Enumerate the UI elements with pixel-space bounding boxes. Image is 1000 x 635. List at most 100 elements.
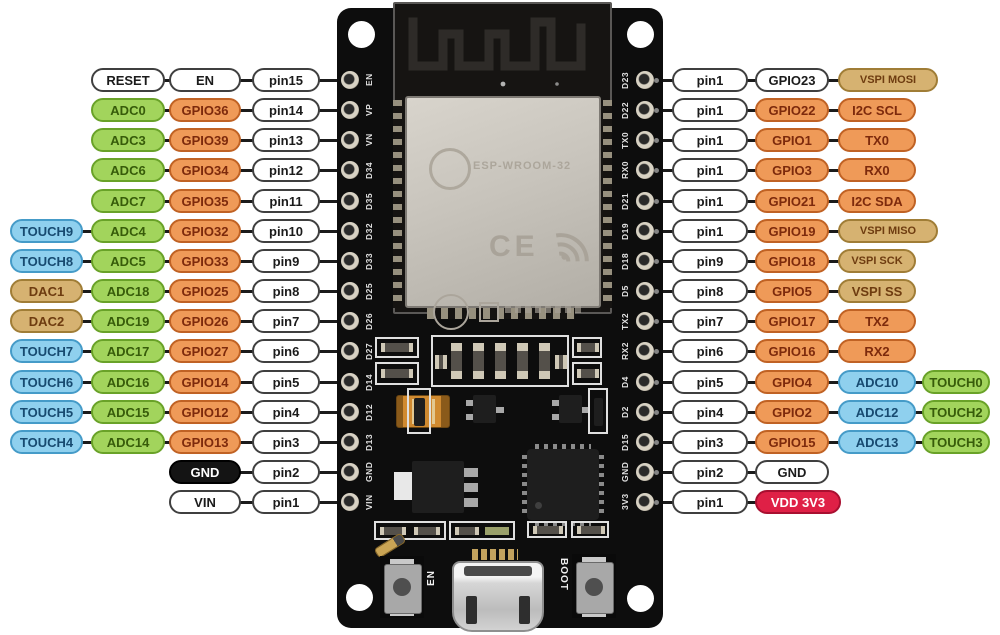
pill-tx2: TX2 bbox=[838, 309, 916, 333]
header-pin-dot bbox=[654, 138, 659, 143]
through-hole bbox=[341, 192, 359, 210]
pill-pin1: pin1 bbox=[672, 490, 748, 514]
pill-touch8: TOUCH8 bbox=[10, 249, 83, 273]
pill-touch6: TOUCH6 bbox=[10, 370, 83, 394]
pill-vspi-sck: VSPI SCK bbox=[838, 249, 916, 273]
pill-vin: VIN bbox=[169, 490, 241, 514]
pill-reset: RESET bbox=[91, 68, 165, 92]
header-pin-dot bbox=[654, 229, 659, 234]
silkscreen-label-left: VIN bbox=[364, 494, 374, 510]
en-button-label: EN bbox=[426, 570, 437, 586]
header-pin-dot bbox=[654, 500, 659, 505]
pill-pin3: pin3 bbox=[252, 430, 320, 454]
pill-adc18: ADC18 bbox=[91, 279, 165, 303]
mounting-hole-bottom-left bbox=[346, 584, 373, 611]
silkscreen-label-right: D19 bbox=[620, 222, 630, 240]
smd-group-box bbox=[572, 337, 602, 358]
header-pin-dot bbox=[654, 168, 659, 173]
through-hole bbox=[636, 161, 654, 179]
mounting-hole-top-right bbox=[627, 21, 654, 48]
pill-gnd: GND bbox=[755, 460, 829, 484]
pill-vspi-miso: VSPI MISO bbox=[838, 219, 938, 243]
through-hole bbox=[341, 373, 359, 391]
pill-gpio25: GPIO25 bbox=[169, 279, 241, 303]
pill-pin2: pin2 bbox=[252, 460, 320, 484]
pill-pin1: pin1 bbox=[672, 189, 748, 213]
pill-adc19: ADC19 bbox=[91, 309, 165, 333]
antenna-trace bbox=[408, 17, 586, 87]
pill-vspi-ss: VSPI SS bbox=[838, 279, 916, 303]
silkscreen-label-right: D22 bbox=[620, 101, 630, 119]
silkscreen-label-left: D27 bbox=[364, 342, 374, 360]
silkscreen-label-right: D23 bbox=[620, 71, 630, 89]
header-pin-dot bbox=[654, 199, 659, 204]
pill-gpio26: GPIO26 bbox=[169, 309, 241, 333]
cert-circle-mark bbox=[433, 294, 469, 330]
module-castellation-right bbox=[603, 100, 612, 308]
smd-box bbox=[588, 388, 608, 434]
through-hole bbox=[636, 192, 654, 210]
pill-pin4: pin4 bbox=[672, 400, 748, 424]
pill-gpio12: GPIO12 bbox=[169, 400, 241, 424]
header-pin-dot bbox=[654, 259, 659, 264]
pill-pin3: pin3 bbox=[672, 430, 748, 454]
pill-adc4: ADC4 bbox=[91, 219, 165, 243]
through-hole bbox=[341, 252, 359, 270]
silkscreen-label-left: D14 bbox=[364, 373, 374, 391]
pill-adc17: ADC17 bbox=[91, 339, 165, 363]
silkscreen-label-right: D4 bbox=[620, 376, 630, 388]
silkscreen-label-left: VP bbox=[364, 103, 374, 117]
header-pin-dot bbox=[654, 440, 659, 445]
smd-group-box bbox=[449, 521, 515, 540]
voltage-regulator bbox=[412, 461, 464, 513]
through-hole bbox=[636, 252, 654, 270]
pill-pin1: pin1 bbox=[672, 219, 748, 243]
pill-vspi-mosi: VSPI MOSI bbox=[838, 68, 938, 92]
ce-mark: CE bbox=[489, 230, 539, 263]
pill-adc0: ADC0 bbox=[91, 98, 165, 122]
silkscreen-label-right: D18 bbox=[620, 252, 630, 270]
module-castellation-left bbox=[393, 100, 402, 308]
mounting-hole-bottom-right bbox=[627, 585, 654, 612]
pill-gpio14: GPIO14 bbox=[169, 370, 241, 394]
pill-gpio13: GPIO13 bbox=[169, 430, 241, 454]
pill-pin8: pin8 bbox=[252, 279, 320, 303]
pill-adc13: ADC13 bbox=[838, 430, 916, 454]
silkscreen-label-left: D34 bbox=[364, 161, 374, 179]
pill-gpio16: GPIO16 bbox=[755, 339, 829, 363]
silkscreen-label-left: VN bbox=[364, 133, 374, 147]
pill-pin13: pin13 bbox=[252, 128, 320, 152]
through-hole bbox=[636, 282, 654, 300]
pill-adc10: ADC10 bbox=[838, 370, 916, 394]
pill-gpio39: GPIO39 bbox=[169, 128, 241, 152]
through-hole bbox=[341, 403, 359, 421]
header-pin-dot bbox=[654, 470, 659, 475]
through-hole bbox=[636, 373, 654, 391]
smd-group-box bbox=[571, 521, 609, 538]
espressif-logo bbox=[429, 148, 471, 190]
through-hole bbox=[341, 161, 359, 179]
pill-gpio27: GPIO27 bbox=[169, 339, 241, 363]
pill-pin1: pin1 bbox=[672, 128, 748, 152]
silkscreen-label-right: TX0 bbox=[620, 131, 630, 149]
through-hole bbox=[636, 312, 654, 330]
silkscreen-label-right: D15 bbox=[620, 433, 630, 451]
pill-gpio3: GPIO3 bbox=[755, 158, 829, 182]
silkscreen-label-right: D21 bbox=[620, 192, 630, 210]
pill-pin1: pin1 bbox=[672, 68, 748, 92]
pill-pin10: pin10 bbox=[252, 219, 320, 243]
through-hole bbox=[636, 403, 654, 421]
pill-gpio21: GPIO21 bbox=[755, 189, 829, 213]
pill-pin12: pin12 bbox=[252, 158, 320, 182]
pill-gpio4: GPIO4 bbox=[755, 370, 829, 394]
pill-adc15: ADC15 bbox=[91, 400, 165, 424]
pill-dac1: DAC1 bbox=[10, 279, 83, 303]
through-hole bbox=[636, 222, 654, 240]
silkscreen-label-right: 3V3 bbox=[620, 493, 630, 511]
pill-gpio23: GPIO23 bbox=[755, 68, 829, 92]
regulator-tab bbox=[394, 472, 414, 500]
header-pin-dot bbox=[654, 319, 659, 324]
pill-touch9: TOUCH9 bbox=[10, 219, 83, 243]
pill-pin7: pin7 bbox=[252, 309, 320, 333]
pill-gpio35: GPIO35 bbox=[169, 189, 241, 213]
